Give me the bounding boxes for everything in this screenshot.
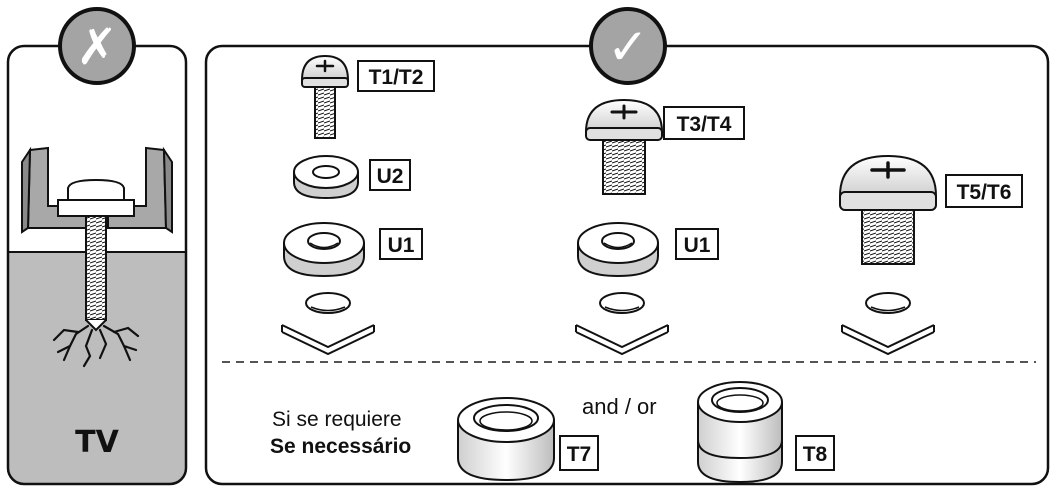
- washer-u1-icon: [283, 222, 365, 278]
- label-t7: T7: [567, 443, 592, 466]
- tv-label: TV: [75, 425, 119, 460]
- label-u1-a: U1: [388, 234, 415, 257]
- mount-hole-3-icon: [841, 292, 935, 356]
- label-u2: U2: [377, 165, 404, 188]
- wrong-panel: TV ✗: [6, 7, 188, 486]
- label-t5t6: T5/T6: [957, 181, 1012, 204]
- label-t3t4: T3/T4: [677, 113, 732, 136]
- note-line-1: Si se requiere: [272, 408, 402, 431]
- washer-u1-b-icon: [577, 222, 659, 278]
- screw-t3t4-icon: [584, 98, 664, 195]
- wrong-badge: ✗: [58, 7, 136, 85]
- bolt-icon: [57, 178, 135, 332]
- spacer-t8-icon: [697, 381, 783, 484]
- cross-icon: ✗: [76, 18, 118, 76]
- check-icon: ✓: [607, 18, 649, 76]
- right-panel: ✓ T1/T2 U2 U1: [204, 7, 1050, 486]
- washer-u2-icon: [293, 155, 359, 200]
- crack-lines: [52, 324, 140, 368]
- label-u1-b: U1: [684, 234, 711, 257]
- label-t1t2: T1/T2: [369, 66, 424, 89]
- screw-t5t6-icon: [838, 154, 938, 265]
- mount-hole-2-icon: [575, 292, 669, 356]
- right-badge: ✓: [589, 7, 667, 85]
- screw-t1t2-icon: [300, 54, 350, 139]
- label-t8: T8: [803, 443, 828, 466]
- spacer-t7-icon: [457, 397, 555, 482]
- mount-hole-1-icon: [281, 292, 375, 356]
- note-line-2: Se necessário: [270, 435, 411, 458]
- and-or-text: and / or: [582, 394, 657, 419]
